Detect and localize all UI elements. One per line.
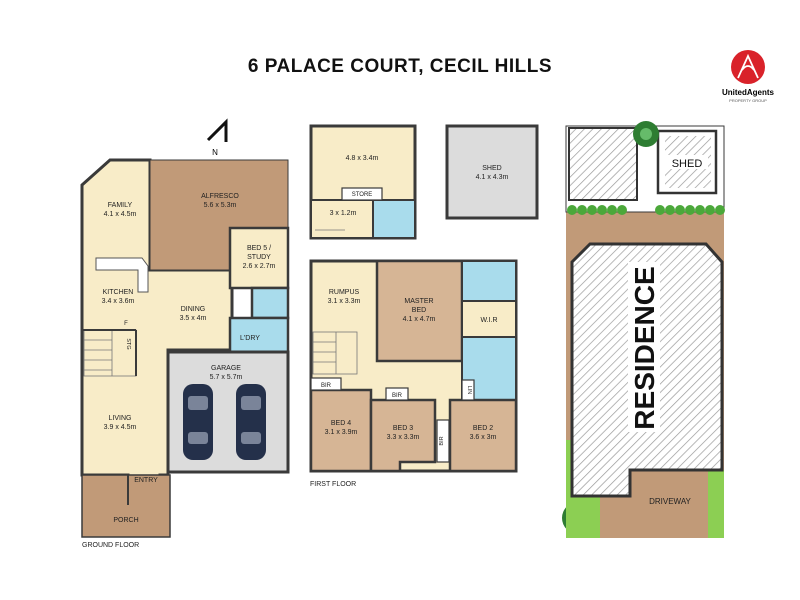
bed5-size: 2.6 x 2.7m <box>243 263 276 270</box>
store-label: STORE <box>352 192 373 198</box>
living-size: 3.9 x 4.5m <box>104 424 137 431</box>
bir-label: BIR <box>321 383 332 389</box>
entry-label: ENTRY <box>134 477 158 484</box>
north-arrow-icon: N <box>206 118 228 157</box>
logo-tagline: PROPERTY GROUP <box>729 98 767 103</box>
site-plan: SHED RESIDENCE DRIVEWAY <box>562 121 725 538</box>
master-size: 4.1 x 4.7m <box>403 316 436 323</box>
wir-label: W.I.R <box>480 317 497 324</box>
bed5-label: BED 5 / <box>247 245 271 252</box>
bed3-size: 3.3 x 3.3m <box>387 434 420 441</box>
alfresco-label: ALFRESCO <box>201 193 239 200</box>
alfresco-size: 5.6 x 5.3m <box>204 202 237 209</box>
bed2-size: 3.6 x 3m <box>470 434 497 441</box>
stg-label: STG <box>125 338 131 349</box>
outbuilding-room-size: 4.8 x 3.4m <box>346 155 379 162</box>
site-shed-label: SHED <box>672 158 703 170</box>
stairs-icon <box>312 331 358 375</box>
outbuilding-small-size: 3 x 1.2m <box>330 210 357 217</box>
living-label: LIVING <box>109 415 132 422</box>
tree-icon <box>633 121 659 147</box>
first-floor-plan: RUMPUS 3.1 x 3.3m MASTER BED 4.1 x 4.7m … <box>309 259 518 488</box>
kitchen-size: 3.4 x 3.6m <box>102 298 135 305</box>
garage-label: GARAGE <box>211 365 241 372</box>
north-label: N <box>212 148 218 157</box>
dining-label: DINING <box>181 306 206 313</box>
shed-size: 4.1 x 4.3m <box>476 174 509 181</box>
master-label: MASTER <box>404 298 433 305</box>
hedge-icon <box>567 205 725 215</box>
shed-label: SHED <box>482 165 501 172</box>
garage-size: 5.7 x 5.7m <box>210 374 243 381</box>
linen-label: LIN <box>466 386 472 395</box>
first-floor-caption: FIRST FLOOR <box>310 481 356 488</box>
car-icon <box>183 384 213 460</box>
driveway-label: DRIVEWAY <box>649 497 691 506</box>
bed3-label: BED 3 <box>393 425 413 432</box>
ground-floor-plan: FAMILY 4.1 x 4.5m ALFRESCO 5.6 x 5.3m BE… <box>80 158 290 549</box>
united-agents-logo: UnitedAgents PROPERTY GROUP <box>722 50 775 103</box>
kitchen-label: KITCHEN <box>103 289 134 296</box>
bed4-size: 3.1 x 3.9m <box>325 429 358 436</box>
fridge-label: F <box>124 321 128 327</box>
car-icon <box>236 384 266 460</box>
page-title: 6 PALACE COURT, CECIL HILLS <box>247 56 553 77</box>
family-size: 4.1 x 4.5m <box>104 211 137 218</box>
bed2-label: BED 2 <box>473 425 493 432</box>
master-label-2: BED <box>412 307 426 314</box>
family-label: FAMILY <box>108 202 133 209</box>
outbuilding-plan: 4.8 x 3.4m STORE 3 x 1.2m <box>309 124 417 240</box>
dining-size: 3.5 x 4m <box>180 315 207 322</box>
rumpus-label: RUMPUS <box>329 289 360 296</box>
bir-label: BIR <box>439 436 445 445</box>
bed4-label: BED 4 <box>331 420 351 427</box>
ground-floor-caption: GROUND FLOOR <box>82 542 139 549</box>
porch-label: PORCH <box>113 517 138 524</box>
rumpus-size: 3.1 x 3.3m <box>328 298 361 305</box>
logo-brand: UnitedAgents <box>722 88 775 97</box>
shed-plan: SHED 4.1 x 4.3m <box>445 124 539 220</box>
bed5-label-2: STUDY <box>247 254 271 261</box>
laundry-label: L'DRY <box>240 335 260 342</box>
residence-label: RESIDENCE <box>629 266 660 429</box>
bir-label: BIR <box>392 393 403 399</box>
